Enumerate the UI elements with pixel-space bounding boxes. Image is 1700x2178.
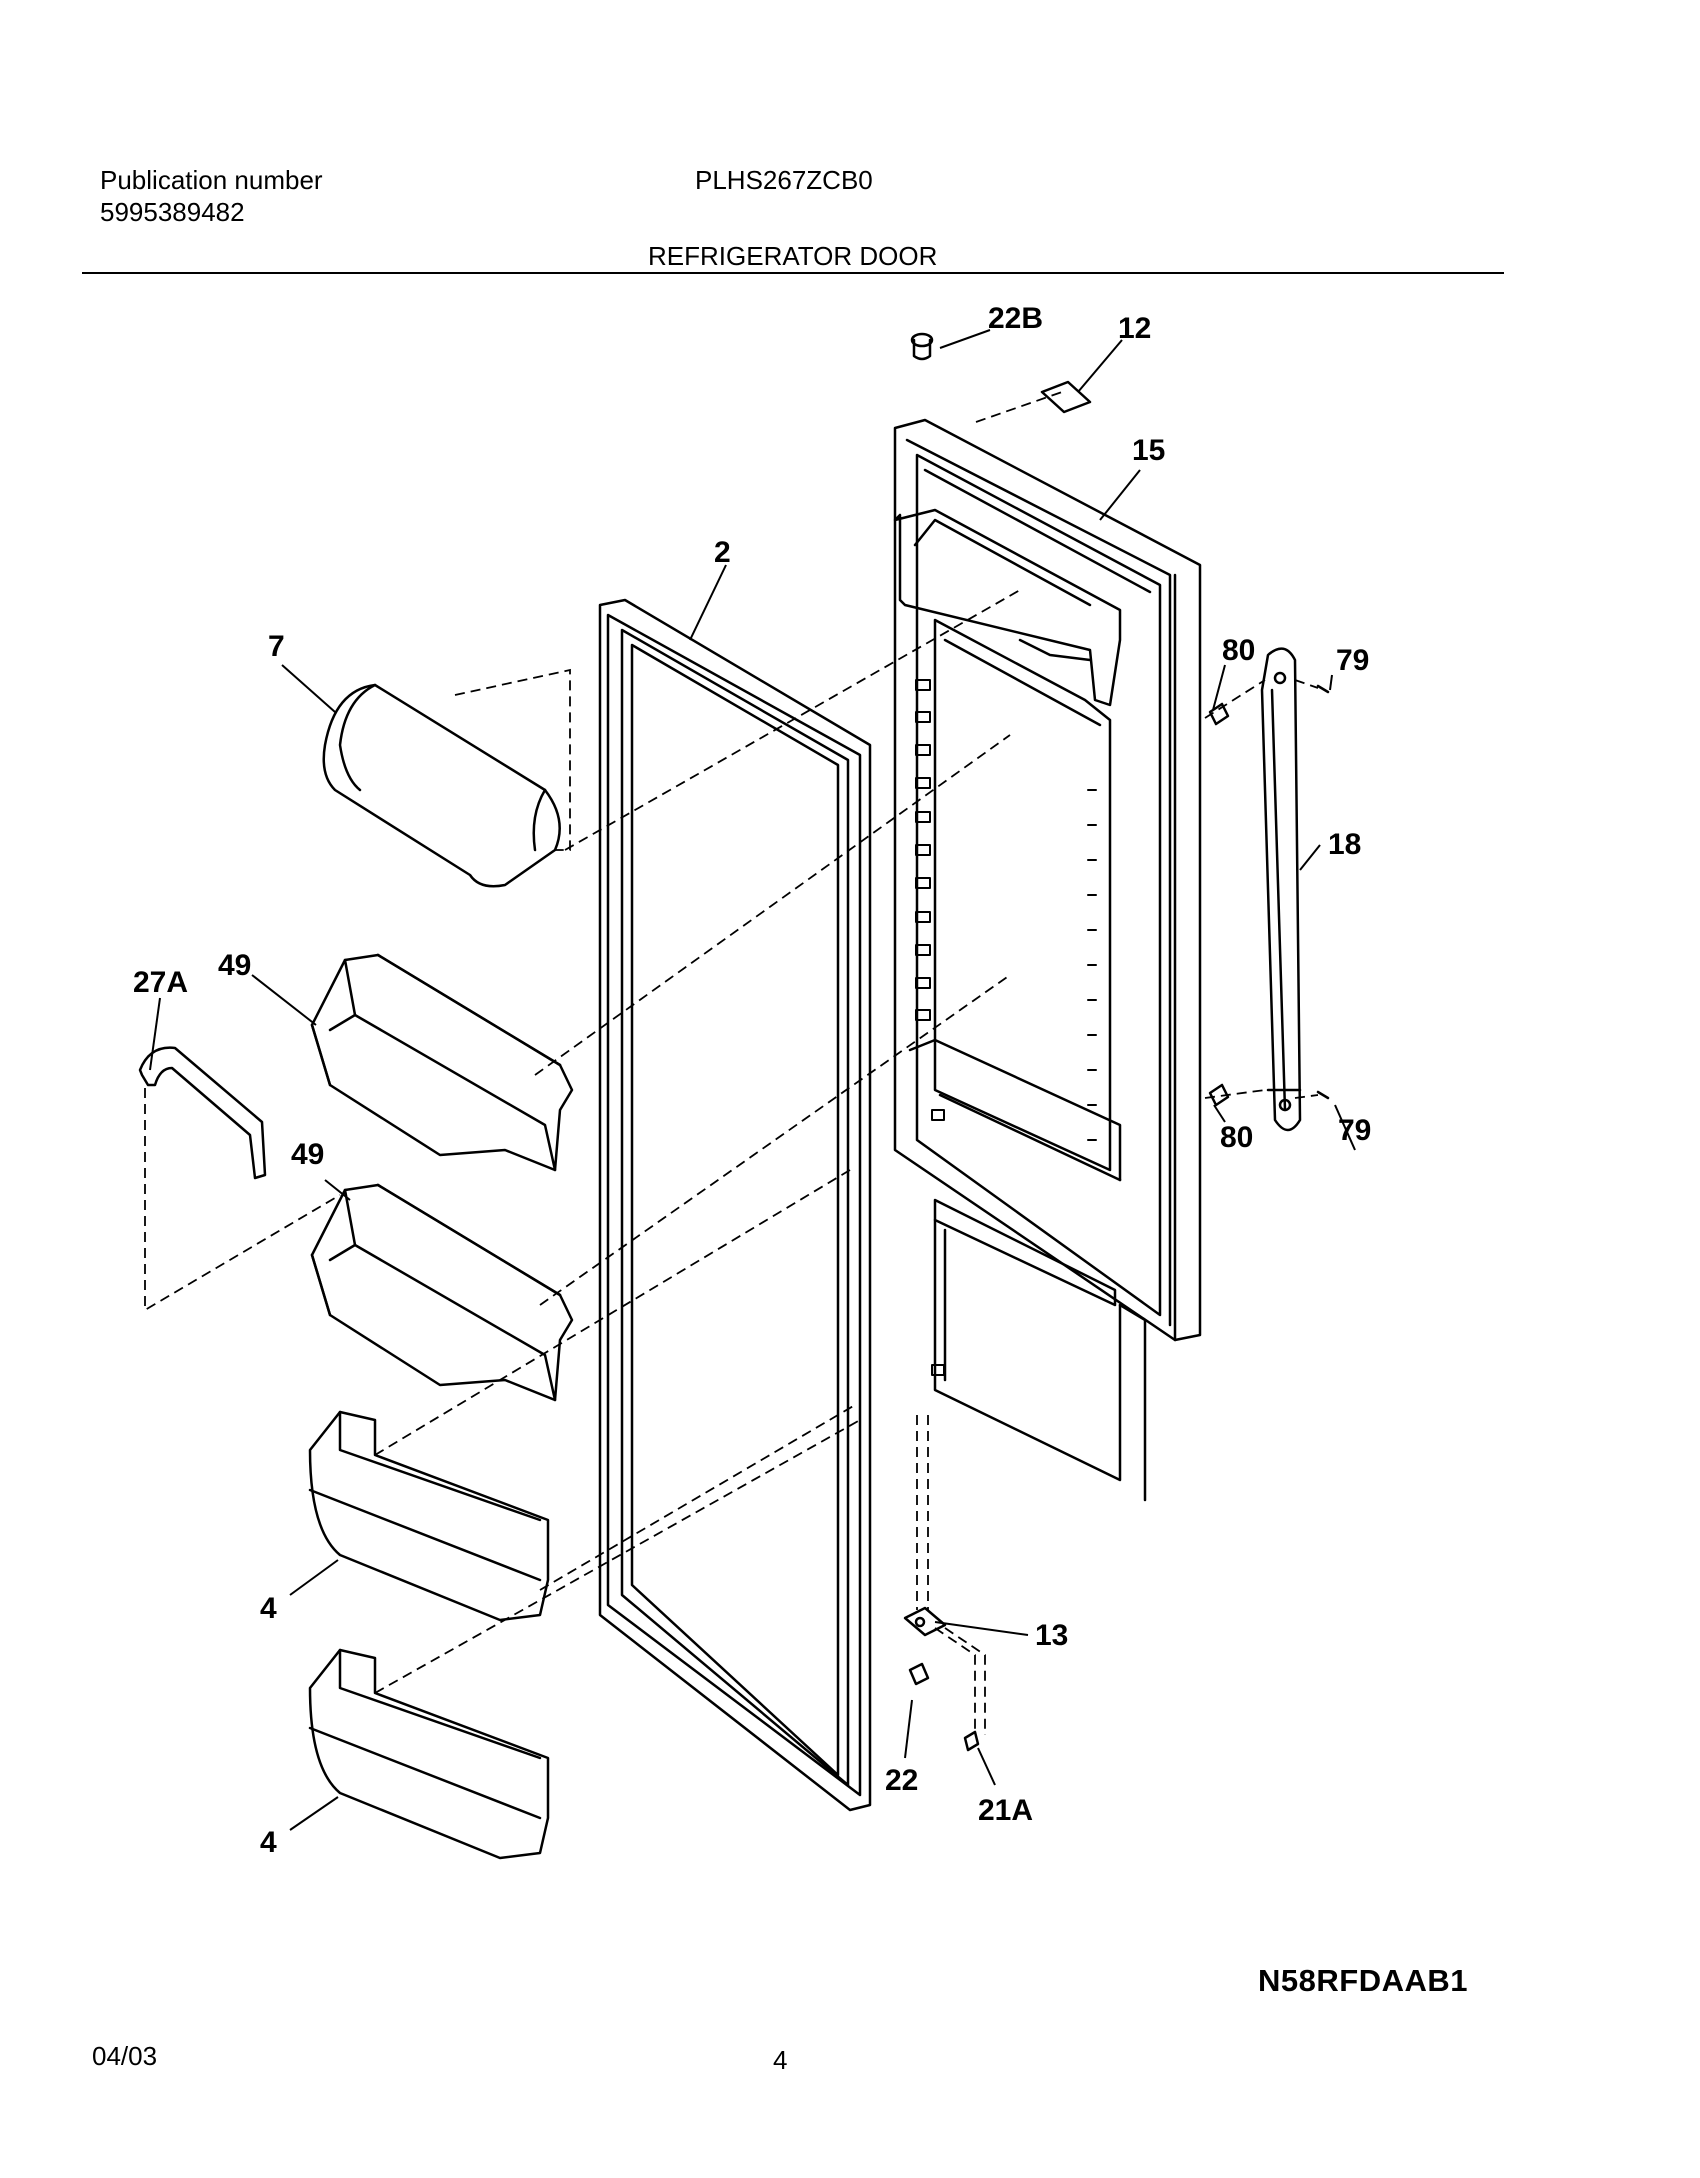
door-bin-part-49-upper [310,953,574,1172]
callout-13: 13 [1035,1619,1068,1652]
callout-7: 7 [268,630,285,663]
callout-4-lower: 4 [260,1826,277,1859]
bin-bracket-part-27a [138,1046,267,1180]
assembly-lines [144,391,1319,1735]
callout-21a: 21A [978,1794,1033,1827]
callout-79-lower: 79 [1338,1114,1371,1147]
door-gasket-part-2 [598,598,872,1812]
door-shelf-bin-part-4-lower [308,1648,550,1860]
callout-15: 15 [1132,434,1165,467]
model-number: PLHS267ZCB0 [695,165,873,195]
bottom-hinge-part-13 [903,1606,947,1637]
hinge-screw-part-21a [963,1730,980,1752]
publication-label: Publication number [100,165,323,195]
door-handle-part-18 [1260,647,1302,1132]
callout-22: 22 [885,1764,918,1797]
page-number: 4 [773,2045,788,2075]
callout-49-upper: 49 [218,949,251,982]
callout-27a: 27A [133,966,188,999]
callout-4-upper: 4 [260,1592,277,1625]
footer-date: 04/03 [92,2041,158,2071]
leader-lines [149,329,1356,1831]
header-rule [82,272,1504,274]
callout-18: 18 [1328,828,1361,861]
door-shell-part-15 [893,418,1202,1502]
publication-number: 5995389482 [100,197,245,227]
section-title: REFRIGERATOR DOOR [648,241,938,271]
callout-49-lower: 49 [291,1138,324,1171]
callout-22b: 22B [988,302,1043,335]
callout-80-upper: 80 [1222,634,1255,667]
dairy-door-part-7 [322,683,561,888]
callout-80-lower: 80 [1220,1121,1253,1154]
diagram-code: N58RFDAAB1 [1258,1963,1468,1998]
handle-plugs-part-79 [1316,684,1330,1100]
callout-12: 12 [1118,312,1151,345]
hinge-bushing-part-22b [910,332,934,361]
callout-79-upper: 79 [1336,644,1369,677]
callout-2: 2 [714,536,731,569]
door-shelf-bin-part-4-upper [308,1410,550,1622]
hinge-bushing-part-22 [908,1662,930,1686]
hinge-cover-part-12 [1040,380,1092,414]
door-bin-part-49-lower [310,1183,574,1402]
handle-screws-part-80 [1208,702,1230,1107]
